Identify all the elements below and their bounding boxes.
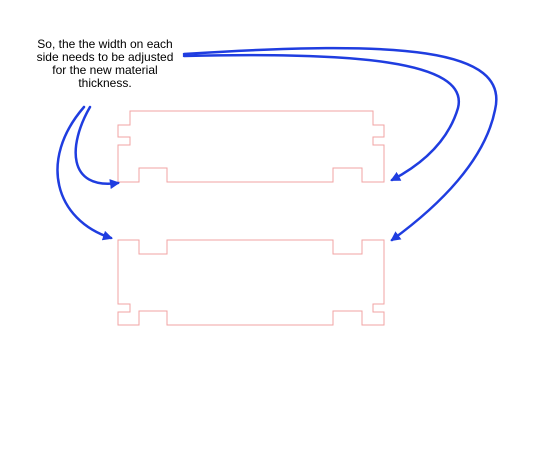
arrow-to-top-panel-left <box>74 105 120 190</box>
arrow-to-bottom-panel-right <box>182 46 498 242</box>
bottom-panel-outline <box>117 239 385 326</box>
annotation-line: for the new material <box>52 63 158 77</box>
annotation-text: So, the the width on each side needs to … <box>20 38 190 90</box>
annotation-line: side needs to be adjusted <box>36 50 174 64</box>
arrow-to-top-panel-right <box>182 53 461 182</box>
annotation-line: thickness. <box>78 76 132 90</box>
top-panel-outline <box>117 110 385 183</box>
annotation-line: So, the the width on each <box>37 37 173 51</box>
arrow-to-bottom-panel-left <box>56 105 113 241</box>
